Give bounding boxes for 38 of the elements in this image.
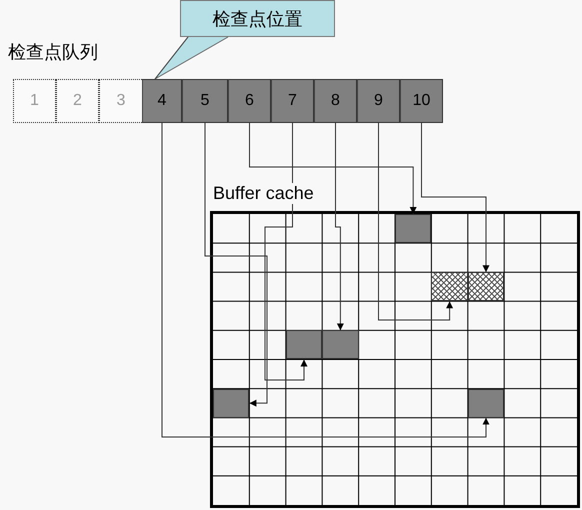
slot-number: 6 <box>245 92 254 110</box>
queue-slot <box>99 79 142 123</box>
buffer-block <box>395 214 432 244</box>
buffer-block <box>286 330 322 360</box>
buffer-block <box>468 388 504 418</box>
callout-box <box>180 0 335 37</box>
arrow <box>264 122 308 380</box>
queue-slot <box>13 79 56 123</box>
callout-text: 检查点位置 <box>212 8 302 30</box>
queue-slot <box>400 79 443 123</box>
slot-number: 10 <box>412 92 430 110</box>
queue-slot <box>271 79 314 123</box>
queue-slot <box>56 79 99 123</box>
slot-number: 2 <box>73 92 82 110</box>
slot-number: 3 <box>116 92 126 110</box>
arrow <box>335 122 344 331</box>
arrow <box>204 122 268 407</box>
slot-number: 4 <box>158 92 166 110</box>
slot-number: 8 <box>331 92 340 110</box>
arrow <box>421 122 490 273</box>
queue-slot <box>314 79 357 123</box>
slot-number: 1 <box>30 92 39 110</box>
buffer-block <box>468 272 504 302</box>
buffer-block <box>431 272 468 302</box>
queue-slot <box>228 79 271 123</box>
slot-number: 5 <box>200 92 210 110</box>
arrow <box>378 122 454 320</box>
queue-slot <box>357 79 400 123</box>
queue-slot <box>182 79 228 123</box>
arrow <box>162 122 490 438</box>
slot-number: 9 <box>374 92 383 110</box>
arrow <box>249 122 417 214</box>
slot-number: 7 <box>288 92 297 110</box>
grid-title: Buffer cache <box>213 183 314 204</box>
buffer-block <box>213 388 250 418</box>
queue-slot <box>142 79 182 123</box>
buffer-block <box>322 330 359 360</box>
queue-title: 检查点队列 <box>8 41 98 64</box>
